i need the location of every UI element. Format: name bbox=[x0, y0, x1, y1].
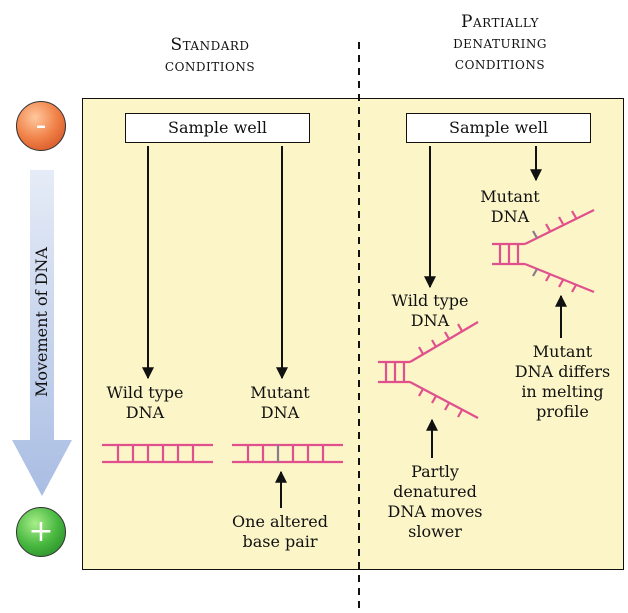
right-wild-type-label: Wild type DNA bbox=[391, 291, 469, 330]
positive-electrode-icon: + bbox=[16, 507, 66, 557]
right-wildtype-dna-icon bbox=[378, 321, 479, 419]
standard-title-line2: conditions bbox=[164, 56, 256, 76]
standard-conditions-title: Standard conditions bbox=[120, 35, 300, 77]
one-altered-base-pair-label: One altered base pair bbox=[232, 512, 328, 551]
right-mutant-label: Mutant DNA bbox=[480, 187, 540, 226]
partly-denatured-note: Partly denatured DNA moves slower bbox=[387, 462, 483, 541]
left-wild-type-label: Wild type DNA bbox=[106, 383, 184, 422]
partial-title-line3: conditions bbox=[454, 54, 546, 74]
left-wildtype-dna-icon bbox=[102, 443, 213, 464]
movement-arrow-icon bbox=[12, 170, 72, 496]
left-mutant-label: Mutant DNA bbox=[250, 383, 310, 422]
right-mutant-dna-icon bbox=[492, 209, 595, 294]
right-sample-well: Sample well bbox=[406, 113, 591, 143]
standard-title-line1: Standard bbox=[170, 35, 250, 55]
partially-denaturing-title: Partially denaturing conditions bbox=[400, 12, 600, 75]
negative-electrode-icon: - bbox=[16, 101, 66, 151]
partial-title-line1: Partially bbox=[461, 12, 539, 32]
mutant-melting-profile-note: Mutant DNA differs in melting profile bbox=[514, 342, 611, 421]
mutant-altered-pair-icon bbox=[532, 230, 538, 277]
partial-title-line2: denaturing bbox=[453, 33, 547, 53]
left-mutant-dna-icon bbox=[232, 443, 343, 464]
left-sample-well: Sample well bbox=[125, 113, 310, 143]
gel-box bbox=[82, 98, 624, 570]
